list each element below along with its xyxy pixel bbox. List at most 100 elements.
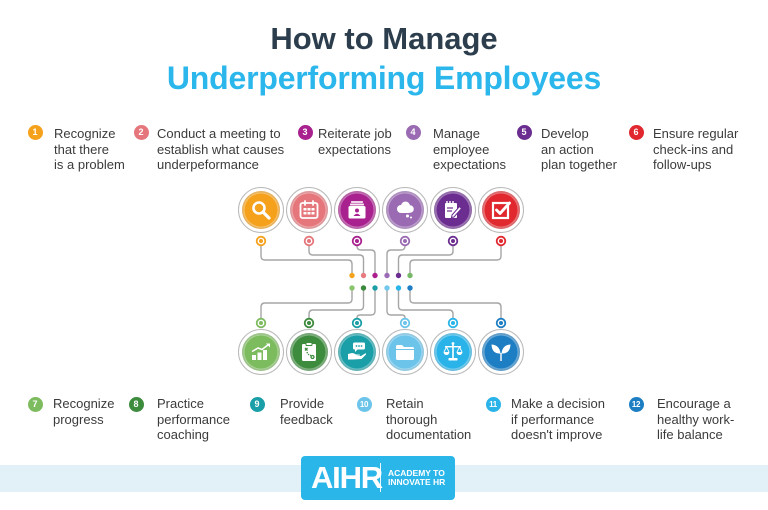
thought-cloud-icon — [396, 201, 414, 218]
connector-dot — [384, 285, 390, 291]
center-dots-bottom — [349, 285, 413, 291]
step-label-line: check-ins and — [653, 141, 734, 157]
step-label-line: Develop — [541, 126, 589, 141]
step-label-line: employee — [433, 141, 490, 157]
aihr-logo: AIHR ACADEMY TO INNOVATE HR — [301, 456, 455, 500]
step-node-12 — [477, 328, 524, 375]
step-node-4 — [381, 186, 428, 233]
step-label-line: progress — [53, 411, 104, 427]
connector-dot — [349, 285, 355, 291]
step-label-line: healthy work- — [657, 411, 735, 427]
step-label-line: Provide — [280, 396, 325, 411]
step-label-line: follow-ups — [653, 157, 712, 172]
step-label: Conduct a meeting to establish what caus… — [157, 126, 284, 173]
step-label-line: expectations — [433, 157, 506, 172]
step-label-line: Reiterate job — [318, 126, 392, 141]
target-ring-icon — [447, 235, 459, 247]
step-label: Retain thorough documentation — [386, 396, 471, 443]
step-number-badge: 7 — [27, 396, 43, 412]
step-number-badge: 2 — [133, 124, 149, 140]
notepad-pencil-icon — [444, 200, 462, 218]
step-number-badge: 10 — [356, 396, 372, 412]
step-label: Reiterate job expectations — [318, 126, 392, 157]
step-label: Ensure regular check-ins and follow-ups — [653, 126, 738, 173]
step-label-line: Ensure regular — [653, 126, 739, 141]
step-label-line: coaching — [157, 427, 210, 442]
step-label-line: underpeformance — [157, 157, 259, 172]
connector-dot — [407, 272, 413, 279]
step-node-11 — [429, 328, 476, 375]
step-label-line: Recognize — [53, 396, 115, 411]
step-node-9 — [333, 328, 380, 375]
step-node-7 — [237, 328, 284, 375]
center-dots-top — [349, 272, 413, 279]
step-node-6 — [477, 186, 524, 233]
step-label: Recognize that there is a problem — [54, 126, 125, 173]
page-title-line-1: How to Manage — [270, 21, 498, 56]
step-node-8 — [285, 328, 332, 375]
logo-divider — [380, 463, 381, 492]
feedback-hand-icon — [347, 342, 366, 359]
growth-chart-icon — [251, 343, 270, 360]
step-label-line: doesn't improve — [511, 427, 603, 442]
connector-dot — [349, 272, 355, 279]
step-number-badge: 1 — [27, 124, 43, 140]
step-label-line: Manage — [433, 126, 480, 141]
logo-mark: AIHR — [311, 460, 383, 495]
checkbox-icon — [491, 201, 511, 219]
page-title-line-2: Underperforming Employees — [166, 60, 602, 96]
step-number-badge: 12 — [628, 396, 644, 412]
step-label: Recognize progress — [53, 396, 114, 427]
step-label-line: plan together — [541, 157, 617, 172]
step-label-line: life balance — [657, 427, 723, 442]
connector-lines — [260, 245, 502, 319]
step-label: Practice performance coaching — [157, 396, 230, 443]
step-number-badge: 8 — [128, 396, 144, 412]
connector-dot — [372, 272, 378, 279]
connector-dot — [407, 285, 413, 291]
target-ring-icon — [399, 317, 411, 329]
step-number-badge: 11 — [485, 396, 501, 412]
connector-dot — [395, 285, 402, 291]
step-label-line: that there — [54, 141, 109, 157]
step-label-line: Encourage a — [657, 396, 731, 411]
step-number-badge: 3 — [297, 124, 313, 140]
step-label: Develop an action plan together — [541, 126, 617, 173]
top-connector-rings — [255, 235, 507, 247]
step-label-line: an action — [541, 141, 594, 157]
profile-folder-icon — [348, 200, 365, 218]
step-node-5 — [429, 186, 476, 233]
magnifying-glass-icon — [251, 200, 271, 220]
step-label-line: documentation — [386, 427, 472, 442]
step-number-badge: 5 — [516, 124, 532, 140]
connector-dot — [395, 272, 402, 279]
connector-dot — [360, 272, 367, 279]
step-label-line: Practice — [157, 396, 204, 411]
step-node-2 — [285, 186, 332, 233]
step-number-badge: 6 — [628, 124, 644, 140]
strategy-clipboard-icon — [301, 341, 316, 361]
step-label-line: thorough — [386, 411, 438, 427]
step-label: Provide feedback — [280, 396, 333, 427]
target-ring-icon — [255, 235, 267, 247]
step-node-1 — [237, 186, 284, 233]
step-label-line: performance — [157, 411, 230, 427]
step-number-badge: 9 — [249, 396, 265, 412]
logo-tagline-line: INNOVATE HR — [388, 477, 446, 487]
step-label-line: Make a decision — [511, 396, 605, 411]
step-label-line: Conduct a meeting to — [157, 126, 281, 141]
step-label: Manage employee expectations — [433, 126, 506, 173]
logo-tagline: ACADEMY TO INNOVATE HR — [388, 469, 445, 487]
calendar-icon — [299, 199, 318, 219]
step-label-line: feedback — [280, 411, 333, 427]
step-node-10 — [381, 328, 428, 375]
step-label-line: establish what causes — [157, 141, 285, 157]
connector-dot — [372, 285, 378, 291]
step-node-3 — [333, 186, 380, 233]
step-label-line: Recognize — [54, 126, 116, 141]
logo-tagline-line: ACADEMY TO — [388, 468, 445, 478]
scales-icon — [443, 341, 462, 360]
target-ring-icon — [351, 317, 363, 329]
bottom-connector-rings — [255, 317, 507, 329]
step-number-badge: 4 — [405, 124, 421, 140]
